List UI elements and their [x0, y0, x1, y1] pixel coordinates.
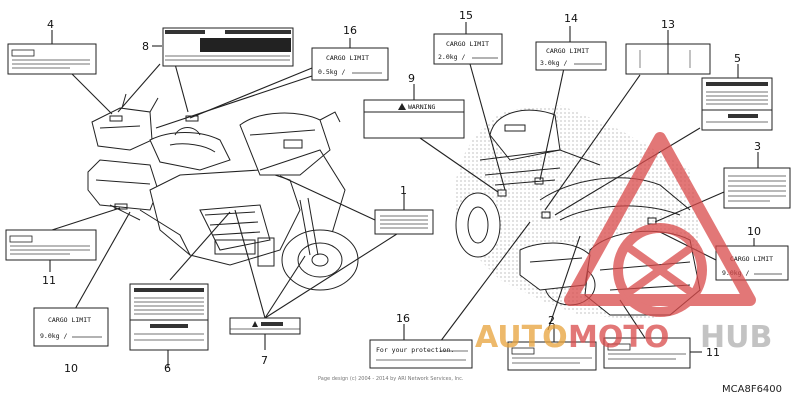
callout-1: 1 [400, 184, 407, 197]
diagram-code: MCA8F6400 [722, 384, 782, 395]
label-1 [374, 209, 434, 235]
callout-7: 7 [261, 354, 268, 367]
callout-13: 15 [459, 9, 473, 22]
label-10-left: CARGO LIMIT 9.0kg / [33, 307, 109, 347]
label-4 [7, 43, 97, 75]
label-7 [229, 317, 301, 335]
label-9-warning: WARNING [408, 103, 435, 111]
label-13-title: CARGO LIMIT [446, 40, 489, 48]
label-3 [723, 167, 791, 209]
label-12: CARGO LIMIT 3.0kg / [535, 41, 607, 71]
callout-11-right: 11 [706, 346, 720, 359]
label-6 [129, 283, 209, 351]
callout-4: 4 [47, 18, 54, 31]
label-12-value: 3.0kg / [540, 59, 567, 67]
label-16: For your protection. [369, 339, 473, 369]
callout-3: 3 [754, 140, 761, 153]
label-2 [507, 341, 597, 371]
callout-15: 13 [661, 18, 675, 31]
label-13-value: 2.0kg / [438, 53, 465, 61]
label-14-title: CARGO LIMIT [326, 54, 369, 62]
callout-8: 8 [142, 40, 149, 53]
callout-16: 16 [396, 312, 410, 325]
callout-14: 16 [343, 24, 357, 37]
label-9: WARNING [363, 99, 465, 139]
watermark-auto: AUTO [475, 320, 568, 355]
label-14: CARGO LIMIT 0.5kg / [311, 47, 389, 81]
label-5 [701, 77, 773, 131]
callout-5: 5 [734, 52, 741, 65]
copyright-notice: Page design (c) 2004 - 2014 by ARI Netwo… [318, 376, 464, 382]
automotohub-watermark: AUTO MOTO HUB [475, 132, 772, 355]
label-11-right [603, 337, 691, 369]
callout-12: 14 [564, 12, 578, 25]
callout-9: 9 [408, 72, 415, 85]
callout-6: 6 [164, 362, 171, 375]
callout-numbers: 4 8 16 15 14 13 9 5 3 1 10 11 10 6 7 16 … [42, 9, 761, 375]
label-10-right-title: CARGO LIMIT [730, 255, 773, 263]
callout-2: 2 [548, 314, 555, 327]
label-16-text: For your protection. [376, 346, 454, 354]
label-13: CARGO LIMIT 2.0kg / [433, 33, 503, 65]
label-10-left-title: CARGO LIMIT [48, 316, 91, 324]
label-15 [625, 43, 711, 75]
leader-lines [49, 22, 759, 368]
label-10-left-value: 9.0kg / [40, 332, 67, 340]
label-8 [162, 27, 294, 67]
watermark-moto: MOTO [568, 320, 669, 355]
callout-10-left: 10 [64, 362, 78, 375]
watermark-hub: HUB [700, 320, 772, 355]
label-14-value: 0.5kg / [318, 68, 345, 76]
callout-10-right: 10 [747, 225, 761, 238]
label-11-left [5, 229, 97, 261]
motorcycle-left-illustration [87, 93, 359, 291]
label-12-title: CARGO LIMIT [546, 47, 589, 55]
callout-11-left: 11 [42, 274, 56, 287]
